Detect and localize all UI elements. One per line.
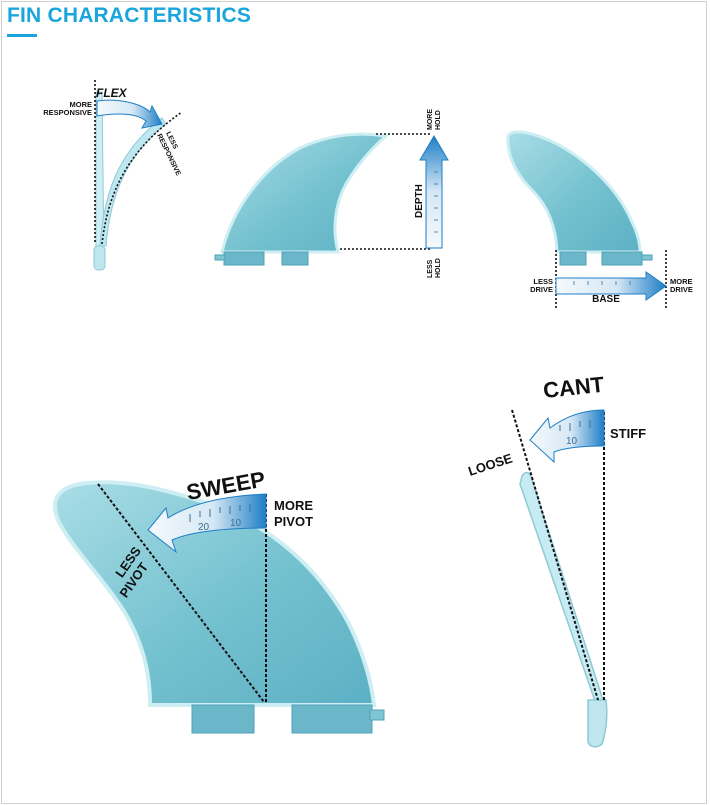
base-more-label-2: DRIVE [670,285,693,294]
depth-title: DEPTH [414,184,425,218]
title-underline [7,34,37,37]
depth-fin [220,132,390,254]
cant-angled-line [511,409,599,701]
cant-fin-base [587,699,608,748]
cant-scale-ticks [559,420,591,431]
sweep-fin [52,480,377,707]
depth-less-label-1: LESS [427,259,434,278]
sweep-fin-tab-1 [191,704,255,734]
depth-fin-tab-1 [223,251,265,266]
depth-fin-plug [214,254,226,261]
base-fin-tab-2 [601,251,643,266]
sweep-more-label-1: MORE [274,498,313,513]
flex-diagram: FLEX MORE RESPONSIVE LESS RESPONSIVE [43,80,183,271]
depth-less-label-2: HOLD [435,258,442,278]
flex-more-label-2: RESPONSIVE [43,108,92,117]
sweep-tick-20: 20 [198,522,210,533]
depth-scale-ticks [434,171,438,233]
flex-fin-base [93,245,106,271]
base-arrow [555,271,667,301]
depth-fin-tab-2 [281,251,309,266]
base-diagram: BASE LESS DRIVE MORE DRIVE [506,130,693,310]
base-more-label-1: MORE [670,277,693,286]
depth-arrow [419,135,449,249]
flex-title: FLEX [96,86,128,100]
cant-fin [519,471,604,706]
sweep-arrow [147,493,267,554]
cant-loose-label: LOOSE [466,450,514,478]
base-less-label-1: LESS [533,277,553,286]
sweep-diagram: 20 10 SWEEP MORE PIVOT LESS PIVOT [52,467,385,734]
depth-more-label-1: MORE [427,109,434,130]
cant-diagram: 10 CANT STIFF LOOSE [466,372,646,748]
cant-arrow [529,409,605,464]
page-title: FIN CHARACTERISTICS [7,4,252,27]
sweep-fin-tab-2 [291,704,373,734]
flex-fin-bent [99,117,167,247]
base-less-label-2: DRIVE [530,285,553,294]
sweep-tick-10: 10 [230,518,242,529]
sweep-fin-plug [369,709,385,721]
base-scale-ticks [573,281,631,285]
sweep-angled-line [97,483,265,703]
depth-diagram: DEPTH MORE HOLD LESS HOLD [214,109,449,278]
base-title: BASE [592,294,620,305]
cant-stiff-label: STIFF [610,426,646,441]
base-fin-tab-1 [559,251,587,266]
flex-more-label-1: MORE [70,100,93,109]
base-fin-plug [641,254,653,261]
flex-bend-line [101,111,183,245]
sweep-more-label-2: PIVOT [274,514,313,529]
depth-more-label-2: HOLD [435,110,442,130]
base-fin [506,130,642,254]
flex-arrow [96,99,163,129]
cant-title: CANT [542,372,606,403]
cant-tick-10: 10 [566,436,578,447]
sweep-scale-ticks [189,504,251,522]
